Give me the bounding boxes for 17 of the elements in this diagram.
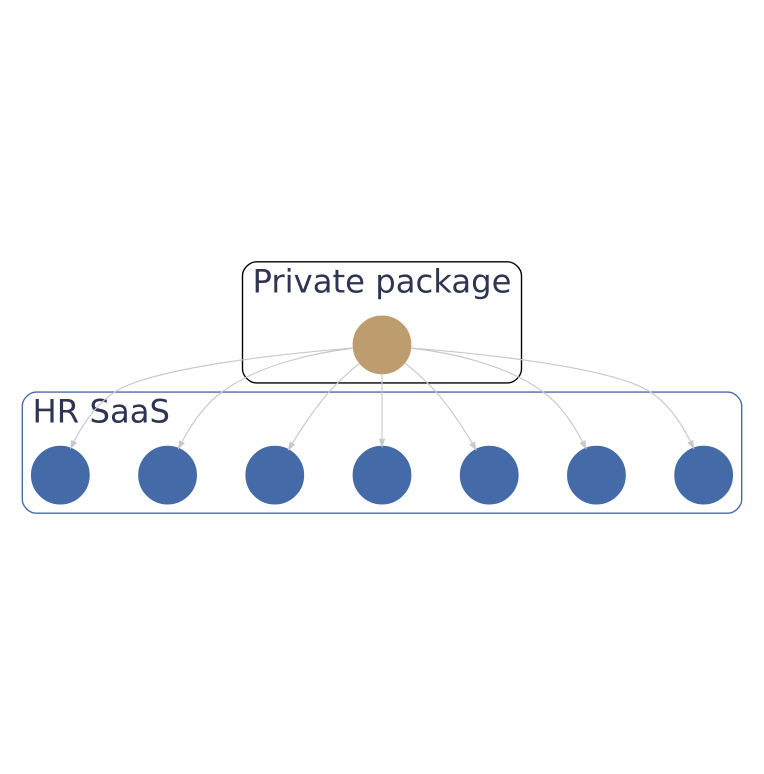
cluster: HR SaaS bbox=[22, 390, 742, 514]
arrow bbox=[378, 373, 386, 448]
node-circle bbox=[567, 445, 626, 504]
node-circle bbox=[352, 445, 412, 504]
arrow bbox=[404, 362, 477, 450]
arrow bbox=[178, 347, 354, 450]
node-circle bbox=[674, 445, 734, 504]
node-circle bbox=[460, 445, 519, 504]
arrow bbox=[410, 347, 587, 450]
node-circle bbox=[138, 445, 197, 504]
arrow bbox=[288, 362, 360, 450]
arrow bbox=[70, 347, 354, 450]
node-circle bbox=[245, 445, 304, 504]
node-circle bbox=[30, 445, 90, 504]
cluster: Private package bbox=[242, 260, 522, 384]
node-circle bbox=[352, 314, 412, 374]
arrow bbox=[411, 346, 694, 450]
